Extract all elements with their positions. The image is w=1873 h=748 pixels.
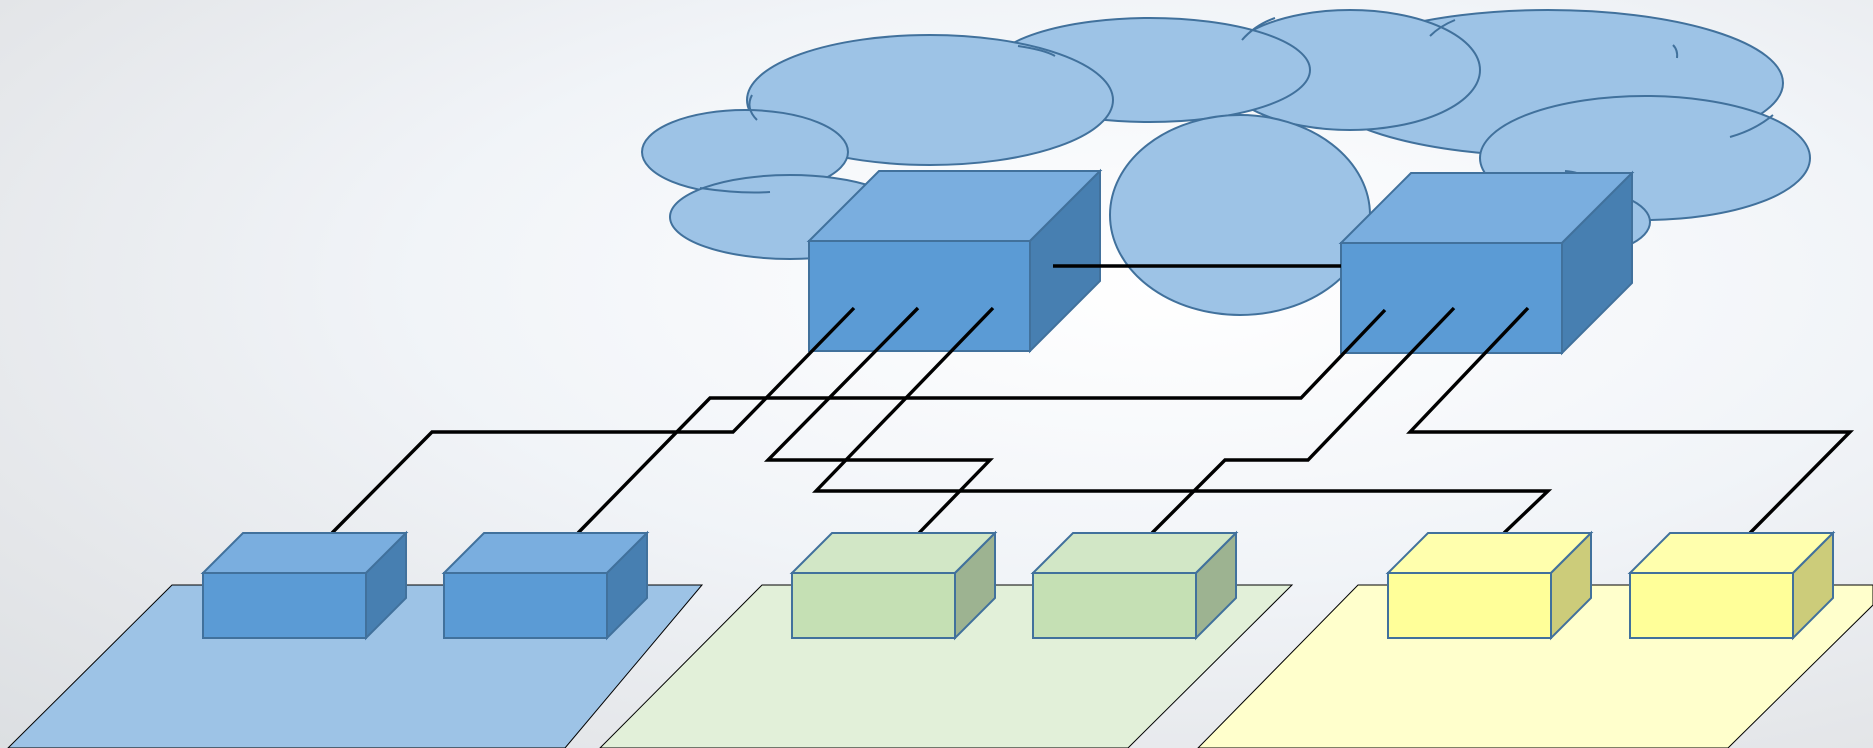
cloud-inner-arcs [699, 17, 1774, 194]
link-core-left-to-yellow-1 [811, 306, 1553, 535]
core-devices [806, 168, 1635, 356]
device-core-right [1338, 170, 1635, 356]
device-front-face [443, 572, 608, 639]
device-front-face [1629, 572, 1794, 639]
device-blue-1 [200, 530, 409, 641]
link-core-right-to-green-2 [1150, 306, 1456, 535]
device-yellow-2 [1627, 530, 1836, 641]
device-core-left [806, 168, 1103, 354]
device-front-face [791, 572, 956, 639]
device-green-1 [789, 530, 998, 641]
device-green-2 [1030, 530, 1239, 641]
network-links [330, 264, 1855, 535]
device-yellow-1 [1385, 530, 1594, 641]
device-front-face [1340, 242, 1563, 354]
device-front-face [202, 572, 367, 639]
device-blue-2 [441, 530, 650, 641]
device-front-face [808, 240, 1031, 352]
link-core-left-to-blue-2 [330, 306, 856, 535]
device-front-face [1387, 572, 1552, 639]
link-core-right-to-yellow-2 [1406, 306, 1855, 535]
link-core-left-to-green-1 [763, 306, 995, 535]
link-core-right-to-blue-1 [576, 308, 1387, 535]
device-front-face [1032, 572, 1197, 639]
devices [200, 530, 1836, 641]
